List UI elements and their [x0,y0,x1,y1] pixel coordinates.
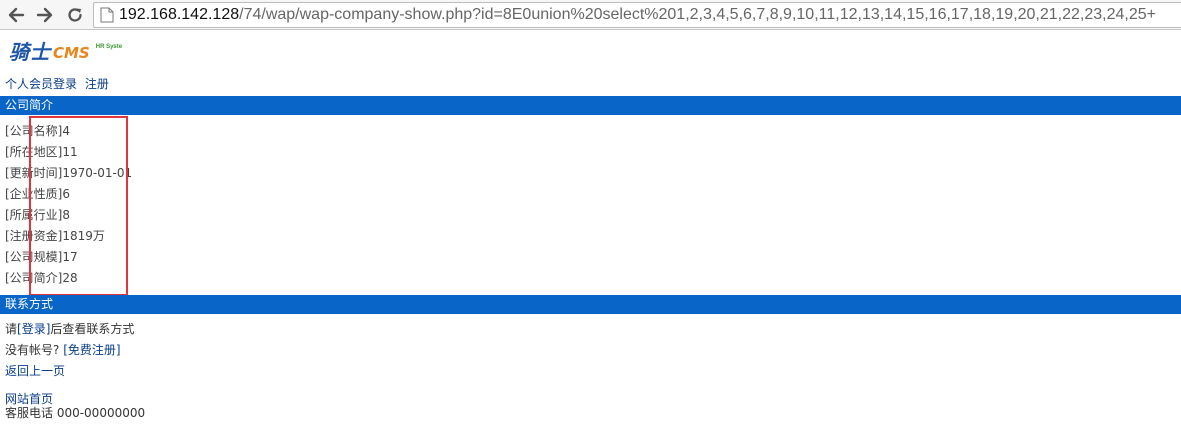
company-info-item: [公司规模]17 [5,249,78,265]
back-arrow-icon [8,7,25,23]
company-info-item: [注册资金]1819万 [5,228,105,244]
company-info-item: [更新时间]1970-01-01 [5,165,132,181]
contact-login-link[interactable]: [登录] [17,322,51,336]
url-host: 192.168.142.128 [119,6,240,23]
back-link[interactable]: 返回上一页 [5,364,66,378]
company-info-item: [公司简介]28 [5,270,78,286]
contact-section-header: 联系方式 [0,295,1181,314]
reload-button[interactable] [62,2,88,28]
site-home-link[interactable]: 网站首页 [5,392,54,406]
login-suffix: 后查看联系方式 [50,322,135,336]
company-info-value: 4 [62,124,71,138]
browser-toolbar: 192.168.142.128/74/wap/wap-company-show.… [0,0,1181,30]
company-info-label: [更新时间] [5,166,63,180]
logo-cms-text: CMS [53,44,90,62]
company-info-value: 28 [62,271,78,285]
no-account-line: 没有帐号? [免费注册] [5,342,121,358]
company-info-value: 11 [62,145,78,159]
free-register-link[interactable]: [免费注册] [63,343,121,357]
forward-arrow-icon [36,7,53,23]
highlight-box [29,116,128,296]
reload-icon [68,8,82,22]
url-path: /74/wap/wap-company-show.php?id=8E0union… [239,6,1156,23]
company-section-header: 公司简介 [0,96,1181,115]
company-info-item: [公司名称]4 [5,123,70,139]
company-info-label: [公司规模] [5,250,63,264]
page-icon [100,7,114,23]
member-login-link[interactable]: 个人会员登录 [5,77,78,91]
logo-chinese-text: 骑士 [9,40,51,64]
back-line: 返回上一页 [5,363,65,379]
company-info-value: 8 [62,208,71,222]
company-info-item: [企业性质]6 [5,186,70,202]
company-info-label: [公司简介] [5,271,63,285]
company-info-item: [所属行业]8 [5,207,70,223]
company-info-label: [公司名称] [5,124,63,138]
company-info-label: [所属行业] [5,208,63,222]
company-info-value: 17 [62,250,78,264]
login-to-view-line: 请[登录]后查看联系方式 [5,321,134,337]
login-prefix: 请 [5,322,18,336]
company-info-value: 6 [62,187,71,201]
address-bar[interactable]: 192.168.142.128/74/wap/wap-company-show.… [93,2,1181,28]
logo-subtitle: HR Syste [95,44,123,50]
company-info-value: 1970-01-01 [62,166,133,180]
company-info-item: [所在地区]11 [5,144,78,160]
member-links: 个人会员登录 注册 [5,76,109,92]
forward-button[interactable] [32,2,58,28]
register-link[interactable]: 注册 [84,77,109,91]
back-button[interactable] [3,2,29,28]
company-info-value: 1819万 [62,229,105,243]
no-account-text: 没有帐号? [5,343,60,357]
footer-phone: 客服电话 000-00000000 [5,406,146,420]
footer-home-line: 网站首页 [5,391,53,407]
company-info-label: [企业性质] [5,187,63,201]
company-info-label: [所在地区] [5,145,63,159]
company-info-label: [注册资金] [5,229,63,243]
site-logo[interactable]: 骑士 CMS HR Syste [9,40,122,68]
